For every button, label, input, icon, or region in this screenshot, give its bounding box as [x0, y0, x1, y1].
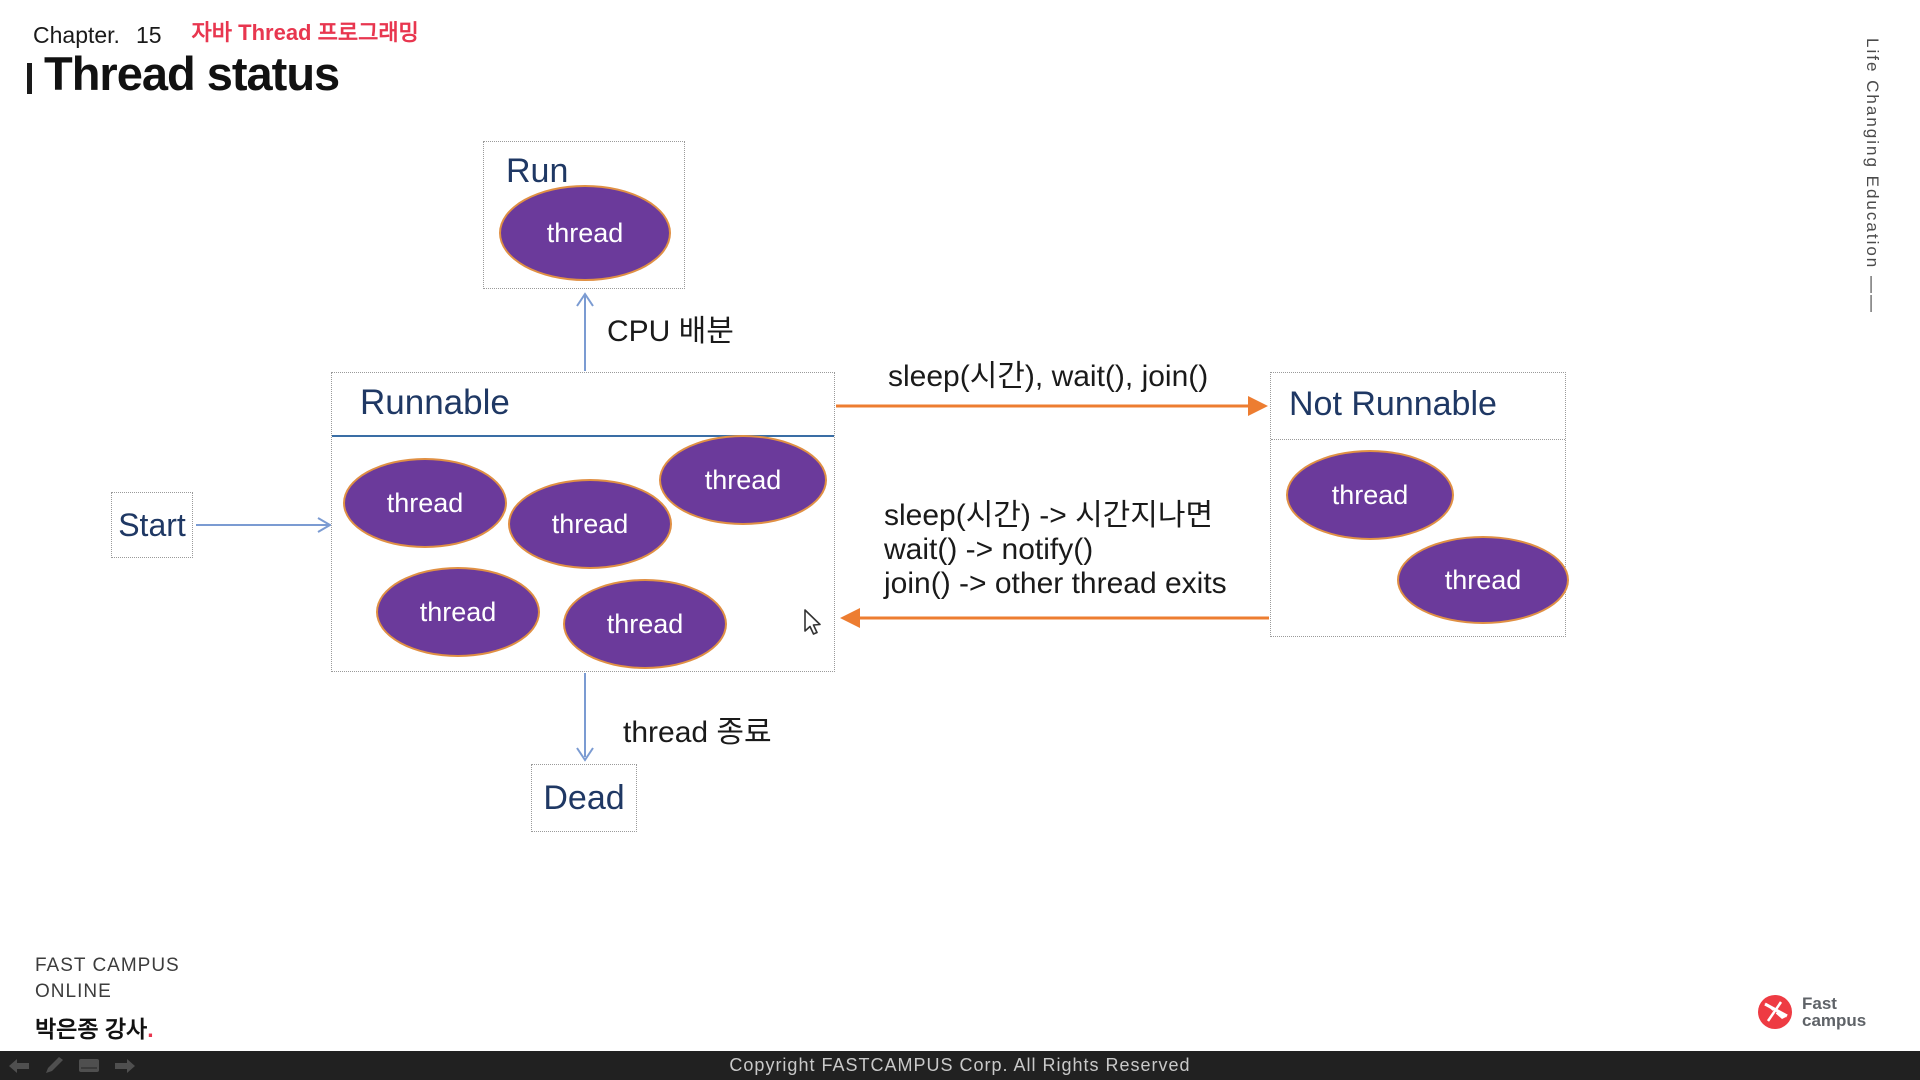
- start-node-box: Start: [111, 492, 193, 558]
- thread-ellipse-run: thread: [499, 185, 671, 281]
- runnable-header: Runnable: [332, 373, 834, 437]
- instructor-name: 박은종 강사.: [35, 1010, 154, 1044]
- chapter-row: Chapter. 15 자바 Thread 프로그래밍: [33, 18, 419, 50]
- chapter-subtitle: 자바 Thread 프로그래밍: [191, 20, 419, 45]
- cpu-allocation-label: CPU 배분: [607, 315, 734, 348]
- footer-brand: FAST CAMPUS ONLINE: [35, 953, 180, 1005]
- chapter-label: Chapter.: [33, 22, 120, 48]
- instructor-text: 박은종 강사: [35, 1016, 148, 1042]
- return-conditions-label: sleep(시간) -> 시간지나면 wait() -> notify() jo…: [884, 499, 1227, 601]
- notrunnable-to-runnable-arrow: [840, 608, 1269, 628]
- back-arrow-icon[interactable]: [8, 1058, 30, 1074]
- slide-rect-icon[interactable]: [78, 1058, 100, 1073]
- thread-ellipse-runnable-1: thread: [343, 458, 507, 548]
- pen-icon[interactable]: [44, 1056, 64, 1075]
- return-condition-line-3: join() -> other thread exits: [884, 567, 1227, 600]
- mouse-cursor: [804, 609, 821, 635]
- thread-ellipse-runnable-3: thread: [659, 435, 827, 525]
- thread-ellipse-runnable-4: thread: [376, 567, 540, 657]
- return-condition-line-2: wait() -> notify(): [884, 533, 1094, 566]
- fastcampus-logo-line1: Fast: [1802, 994, 1837, 1013]
- dead-state-label: Dead: [543, 778, 625, 817]
- thread-ellipse-runnable-2: thread: [508, 479, 672, 569]
- footer-brand-line2: ONLINE: [35, 981, 112, 1002]
- chapter-number: 15: [135, 22, 162, 48]
- thread-label: thread: [704, 464, 782, 495]
- runnable-state-label: Runnable: [360, 383, 510, 422]
- thread-label: thread: [546, 217, 624, 248]
- thread-label: thread: [551, 508, 629, 539]
- vertical-brand-text: Life Changing Education ——: [1863, 38, 1882, 314]
- start-to-runnable-arrow: [196, 517, 332, 533]
- title-tick-bar: [27, 63, 32, 94]
- dead-state-box: Dead: [531, 764, 637, 832]
- runnable-to-dead-arrow: [576, 673, 594, 762]
- thread-exit-label: thread 종료: [623, 716, 772, 749]
- not-runnable-state-label: Not Runnable: [1289, 385, 1497, 423]
- copyright-text: Copyright FASTCAMPUS Corp. All Rights Re…: [729, 1055, 1191, 1075]
- footer-brand-line1: FAST CAMPUS: [35, 955, 180, 976]
- return-condition-line-1: sleep(시간) -> 시간지나면: [884, 499, 1214, 532]
- forward-arrow-icon[interactable]: [114, 1058, 136, 1074]
- page-title: Thread status: [44, 47, 340, 100]
- thread-label: thread: [1444, 564, 1522, 595]
- annotation-toolbar: [8, 1051, 136, 1080]
- thread-ellipse-notrunnable-2: thread: [1397, 536, 1569, 624]
- thread-label: thread: [386, 487, 464, 518]
- fastcampus-logo-line2: campus: [1802, 1011, 1867, 1030]
- thread-label: thread: [1331, 479, 1409, 510]
- not-runnable-header: Not Runnable: [1271, 373, 1565, 440]
- bottom-bar: Copyright FASTCAMPUS Corp. All Rights Re…: [0, 1051, 1920, 1080]
- start-node-label: Start: [118, 506, 186, 543]
- fastcampus-logo-text: Fast campus: [1802, 995, 1866, 1029]
- thread-ellipse-notrunnable-1: thread: [1286, 450, 1454, 540]
- thread-label: thread: [419, 596, 497, 627]
- thread-ellipse-runnable-5: thread: [563, 579, 727, 669]
- runnable-to-run-arrow: [576, 292, 594, 371]
- instructor-period: .: [147, 1016, 154, 1042]
- fastcampus-logo-icon: [1758, 995, 1792, 1029]
- run-state-label: Run: [506, 152, 569, 190]
- to-not-runnable-label: sleep(시간), wait(), join(): [888, 360, 1209, 393]
- fastcampus-logo: Fast campus: [1756, 993, 1866, 1031]
- runnable-to-notrunnable-arrow: [836, 396, 1268, 416]
- thread-label: thread: [606, 608, 684, 639]
